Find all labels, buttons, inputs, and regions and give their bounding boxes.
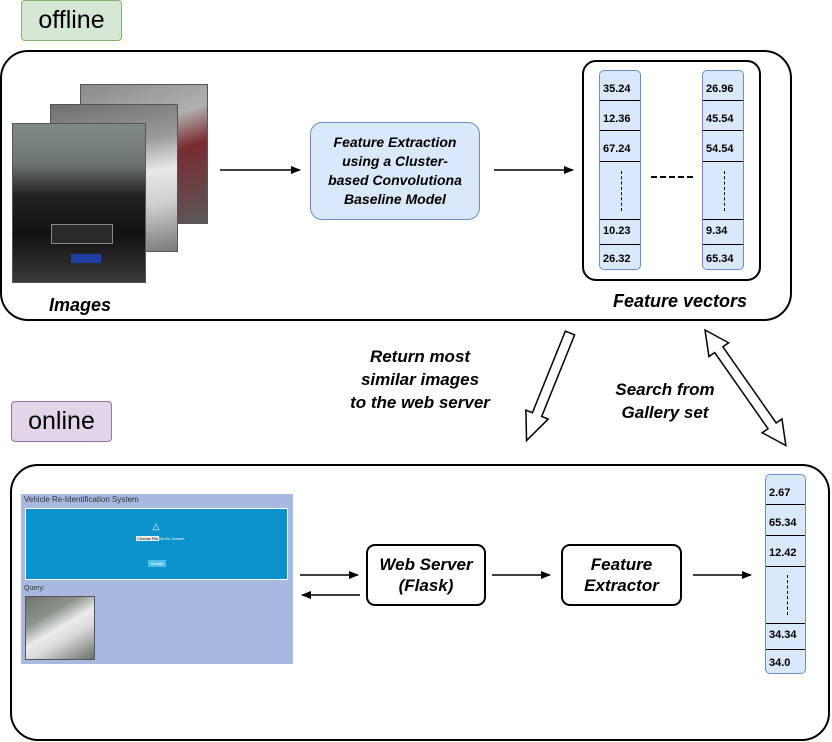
web-ui-banner: △ Choose File No file chosen Submit — [25, 508, 288, 580]
web-server-node: Web Server (Flask) — [366, 544, 486, 606]
online-panel — [10, 464, 830, 741]
feature-vector-3: 2.67 65.34 12.42 34.34 34.0 — [765, 474, 806, 674]
offline-tag: offline — [21, 0, 122, 41]
fe-line-2: using a Cluster- — [342, 153, 448, 169]
images-caption: Images — [48, 295, 112, 315]
vector-cell: 12.36 — [603, 113, 631, 125]
vector-cell: 2.67 — [769, 487, 791, 499]
fe-line-4: Baseline Model — [344, 191, 446, 207]
cell-divider — [600, 161, 640, 162]
return-block-arrow — [525, 330, 576, 443]
vector-cell: 10.23 — [603, 225, 631, 237]
return-caption: Return most similar images to the web se… — [320, 345, 520, 414]
horizontal-ellipsis — [651, 176, 693, 178]
offline-panel — [0, 50, 792, 321]
vector-cell: 35.24 — [603, 83, 631, 95]
vector-cell: 54.54 — [706, 143, 734, 155]
vector-cell: 12.42 — [769, 547, 797, 559]
cell-divider — [600, 130, 640, 131]
return-line-2: similar images — [360, 370, 480, 389]
feature-vectors-caption: Feature vectors — [612, 291, 748, 311]
search-line-2: Gallery set — [621, 403, 709, 422]
cell-divider — [766, 566, 805, 567]
feature-vector-2: 26.96 45.54 54.54 9.34 65.34 — [702, 70, 744, 270]
vector-cell: 34.0 — [769, 657, 791, 669]
search-line-1: Search from — [615, 380, 715, 399]
vector-cell: 34.34 — [769, 629, 797, 641]
web-ui-screenshot: Vehicle Re-Identification System △ Choos… — [21, 494, 293, 664]
cell-divider — [703, 130, 743, 131]
query-image — [25, 596, 95, 660]
cell-divider — [703, 244, 743, 245]
feature-extractor-node: Feature Extractor — [561, 544, 682, 606]
cell-divider — [703, 100, 743, 101]
choose-file-button[interactable]: Choose File — [136, 536, 160, 541]
feature-extractor-line-1: Feature — [590, 555, 653, 574]
online-tag: online — [11, 401, 112, 442]
return-line-1: Return most — [369, 347, 471, 366]
cell-divider — [766, 504, 805, 505]
logo-icon: △ — [152, 521, 160, 531]
cell-divider — [600, 244, 640, 245]
vector-cell: 9.34 — [706, 225, 728, 237]
cell-divider — [766, 535, 805, 536]
web-ui-title: Vehicle Re-Identification System — [24, 495, 139, 504]
file-status: No file chosen — [159, 536, 185, 541]
car-grille — [51, 224, 113, 244]
car-image-1 — [12, 123, 146, 283]
return-line-3: to the web server — [350, 393, 490, 412]
cell-divider — [703, 219, 743, 220]
feature-extraction-node: Feature Extraction using a Cluster- base… — [310, 122, 480, 220]
fe-line-3: based Convolutiona — [328, 172, 462, 188]
submit-button[interactable]: Submit — [148, 560, 166, 567]
feature-vector-1: 35.24 12.36 67.24 10.23 26.32 — [599, 70, 641, 270]
feature-vectors-box — [582, 60, 761, 281]
license-plate — [71, 254, 101, 263]
vertical-ellipsis — [724, 171, 725, 211]
cell-divider — [600, 219, 640, 220]
cell-divider — [766, 649, 805, 650]
vector-cell: 26.32 — [603, 253, 631, 265]
feature-extractor-line-2: Extractor — [584, 576, 659, 595]
cell-divider — [766, 623, 805, 624]
search-block-arrow — [704, 328, 787, 447]
web-server-line-2: (Flask) — [398, 576, 454, 595]
vector-cell: 65.34 — [769, 517, 797, 529]
vector-cell: 26.96 — [706, 83, 734, 95]
vertical-ellipsis — [787, 575, 788, 615]
vertical-ellipsis — [621, 171, 622, 211]
cell-divider — [703, 161, 743, 162]
query-label: Query: — [24, 585, 46, 592]
cell-divider — [600, 100, 640, 101]
fe-line-1: Feature Extraction — [333, 134, 457, 150]
vector-cell: 67.24 — [603, 143, 631, 155]
search-caption: Search from Gallery set — [590, 378, 740, 424]
web-server-line-1: Web Server — [379, 555, 473, 574]
vector-cell: 65.34 — [706, 253, 734, 265]
vector-cell: 45.54 — [706, 113, 734, 125]
